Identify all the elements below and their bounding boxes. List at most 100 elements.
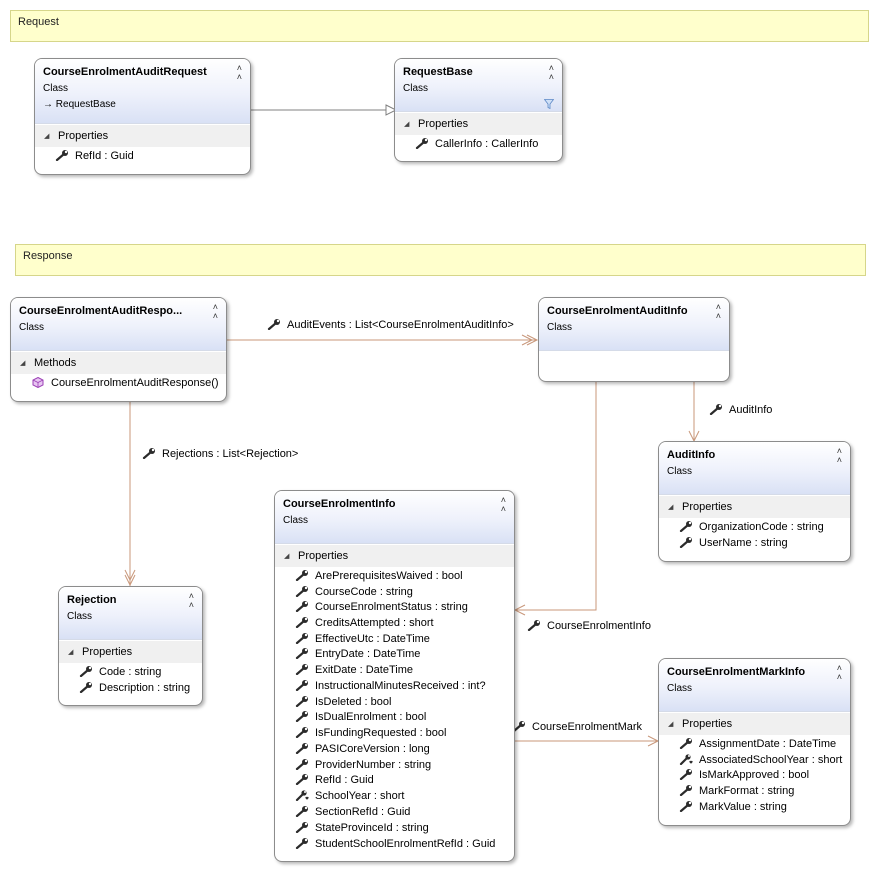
property-item[interactable]: StateProvinceId : string bbox=[295, 822, 429, 834]
wrench-icon bbox=[295, 711, 309, 722]
property-item[interactable]: EntryDate : DateTime bbox=[295, 648, 420, 660]
course-enrolment-mark-connector[interactable] bbox=[515, 735, 660, 747]
property-item[interactable]: EffectiveUtc : DateTime bbox=[295, 633, 430, 645]
course-enrolment-audit-request-class[interactable]: CourseEnrolmentAuditRequest Class → Requ… bbox=[34, 58, 251, 175]
base-class-reference: → RequestBase bbox=[43, 99, 116, 110]
property-item[interactable]: IsDualEnrolment : bool bbox=[295, 711, 426, 723]
property-item[interactable]: CourseCode : string bbox=[295, 586, 413, 598]
class-stereotype: Class bbox=[667, 466, 693, 477]
property-item[interactable]: UserName : string bbox=[679, 537, 788, 549]
double-chevron-up-icon[interactable]: ˄˄ bbox=[836, 663, 842, 682]
course-enrolment-mark-label: CourseEnrolmentMark bbox=[512, 721, 642, 733]
properties-section-header[interactable]: ◢ Properties bbox=[395, 113, 562, 135]
property-item[interactable]: SchoolYear : short bbox=[295, 790, 404, 802]
double-chevron-up-icon[interactable]: ˄˄ bbox=[212, 302, 218, 321]
method-cube-icon bbox=[31, 377, 45, 388]
property-item[interactable]: IsDeleted : bool bbox=[295, 696, 391, 708]
class-header bbox=[539, 298, 729, 351]
wrench-icon bbox=[527, 620, 541, 631]
class-name: CourseEnrolmentAuditInfo bbox=[547, 305, 688, 317]
property-item[interactable]: RefId : Guid bbox=[295, 774, 374, 786]
wrench-icon bbox=[142, 448, 156, 459]
wrench-icon bbox=[295, 570, 309, 581]
property-item[interactable]: AssociatedSchoolYear : short bbox=[679, 754, 842, 766]
class-name: RequestBase bbox=[403, 66, 473, 78]
wrench-icon bbox=[79, 682, 93, 693]
property-item[interactable]: IsMarkApproved : bool bbox=[679, 769, 809, 781]
property-item[interactable]: AssignmentDate : DateTime bbox=[679, 738, 836, 750]
class-stereotype: Class bbox=[547, 322, 573, 333]
wrench-icon bbox=[679, 738, 693, 749]
properties-section-header[interactable]: ◢ Properties bbox=[59, 641, 202, 663]
class-stereotype: Class bbox=[283, 515, 309, 526]
rejections-connector[interactable] bbox=[124, 402, 136, 587]
double-chevron-up-icon[interactable]: ˄˄ bbox=[836, 446, 842, 465]
property-item[interactable]: StudentSchoolEnrolmentRefId : Guid bbox=[295, 838, 495, 850]
property-item[interactable]: ProviderNumber : string bbox=[295, 759, 431, 771]
property-item[interactable]: OrganizationCode : string bbox=[679, 521, 824, 533]
course-enrolment-audit-info-class[interactable]: CourseEnrolmentAuditInfo Class ˄˄ bbox=[538, 297, 730, 382]
wrench-icon bbox=[415, 138, 429, 149]
property-item[interactable]: PASICoreVersion : long bbox=[295, 743, 430, 755]
course-enrolment-info-connector[interactable] bbox=[513, 382, 597, 616]
methods-section-header[interactable]: ◢ Methods bbox=[11, 352, 226, 374]
property-item[interactable]: ExitDate : DateTime bbox=[295, 664, 413, 676]
wrench-icon bbox=[295, 601, 309, 612]
course-enrolment-audit-response-class[interactable]: CourseEnrolmentAuditRespo... Class ˄˄ ◢ … bbox=[10, 297, 227, 402]
method-item[interactable]: CourseEnrolmentAuditResponse() bbox=[31, 377, 219, 389]
audit-events-connector[interactable] bbox=[227, 334, 539, 346]
inheritance-connector[interactable] bbox=[250, 104, 398, 116]
wrench-icon bbox=[295, 586, 309, 597]
property-item[interactable]: CourseEnrolmentStatus : string bbox=[295, 601, 468, 613]
response-region: Response bbox=[15, 244, 866, 276]
inheritance-arrow-icon: → bbox=[43, 99, 53, 110]
class-stereotype: Class bbox=[43, 83, 69, 94]
double-chevron-up-icon[interactable]: ˄˄ bbox=[188, 591, 194, 610]
double-chevron-up-icon[interactable]: ˄˄ bbox=[715, 302, 721, 321]
class-header bbox=[659, 442, 850, 495]
properties-section-header[interactable]: ◢ Properties bbox=[275, 545, 514, 567]
wrench-heart-icon bbox=[295, 790, 309, 801]
audit-info-connector[interactable] bbox=[688, 382, 700, 443]
property-item[interactable]: IsFundingRequested : bool bbox=[295, 727, 446, 739]
property-item[interactable]: CreditsAttempted : short bbox=[295, 617, 434, 629]
class-header bbox=[59, 587, 202, 640]
class-header bbox=[35, 59, 250, 124]
course-enrolment-info-label: CourseEnrolmentInfo bbox=[527, 620, 651, 632]
properties-section-header[interactable]: ◢ Properties bbox=[659, 496, 850, 518]
property-item[interactable]: RefId : Guid bbox=[55, 150, 134, 162]
request-base-class[interactable]: RequestBase Class ˄˄ ◢ Properties Caller… bbox=[394, 58, 563, 162]
audit-info-class[interactable]: AuditInfo Class ˄˄ ◢ Properties Organiza… bbox=[658, 441, 851, 562]
properties-section-header[interactable]: ◢ Properties bbox=[659, 713, 850, 735]
property-item[interactable]: MarkValue : string bbox=[679, 801, 787, 813]
property-item[interactable]: SectionRefId : Guid bbox=[295, 806, 410, 818]
property-item[interactable]: MarkFormat : string bbox=[679, 785, 794, 797]
double-chevron-up-icon[interactable]: ˄˄ bbox=[236, 63, 242, 82]
wrench-icon bbox=[295, 743, 309, 754]
double-chevron-up-icon[interactable]: ˄˄ bbox=[548, 63, 554, 82]
wrench-icon bbox=[267, 319, 281, 330]
triangle-collapse-icon: ◢ bbox=[668, 504, 674, 511]
property-item[interactable]: ArePrerequisitesWaived : bool bbox=[295, 570, 463, 582]
course-enrolment-mark-info-class[interactable]: CourseEnrolmentMarkInfo Class ˄˄ ◢ Prope… bbox=[658, 658, 851, 826]
property-item[interactable]: Description : string bbox=[79, 682, 190, 694]
wrench-icon bbox=[55, 150, 69, 161]
wrench-icon bbox=[295, 838, 309, 849]
wrench-icon bbox=[295, 648, 309, 659]
wrench-icon bbox=[679, 769, 693, 780]
wrench-icon bbox=[295, 633, 309, 644]
class-name: CourseEnrolmentInfo bbox=[283, 498, 396, 510]
property-item[interactable]: Code : string bbox=[79, 666, 161, 678]
properties-section-header[interactable]: ◢ Properties bbox=[35, 125, 250, 147]
course-enrolment-info-class[interactable]: CourseEnrolmentInfo Class ˄˄ ◢ Propertie… bbox=[274, 490, 515, 862]
property-item[interactable]: CallerInfo : CallerInfo bbox=[415, 138, 538, 150]
wrench-icon bbox=[679, 801, 693, 812]
double-chevron-up-icon[interactable]: ˄˄ bbox=[500, 495, 506, 514]
class-header bbox=[659, 659, 850, 712]
property-item[interactable]: InstructionalMinutesReceived : int? bbox=[295, 680, 486, 692]
wrench-icon bbox=[709, 404, 723, 415]
rejection-class[interactable]: Rejection Class ˄˄ ◢ Properties Code : s… bbox=[58, 586, 203, 706]
filter-icon[interactable] bbox=[544, 99, 554, 109]
triangle-collapse-icon: ◢ bbox=[668, 721, 674, 728]
